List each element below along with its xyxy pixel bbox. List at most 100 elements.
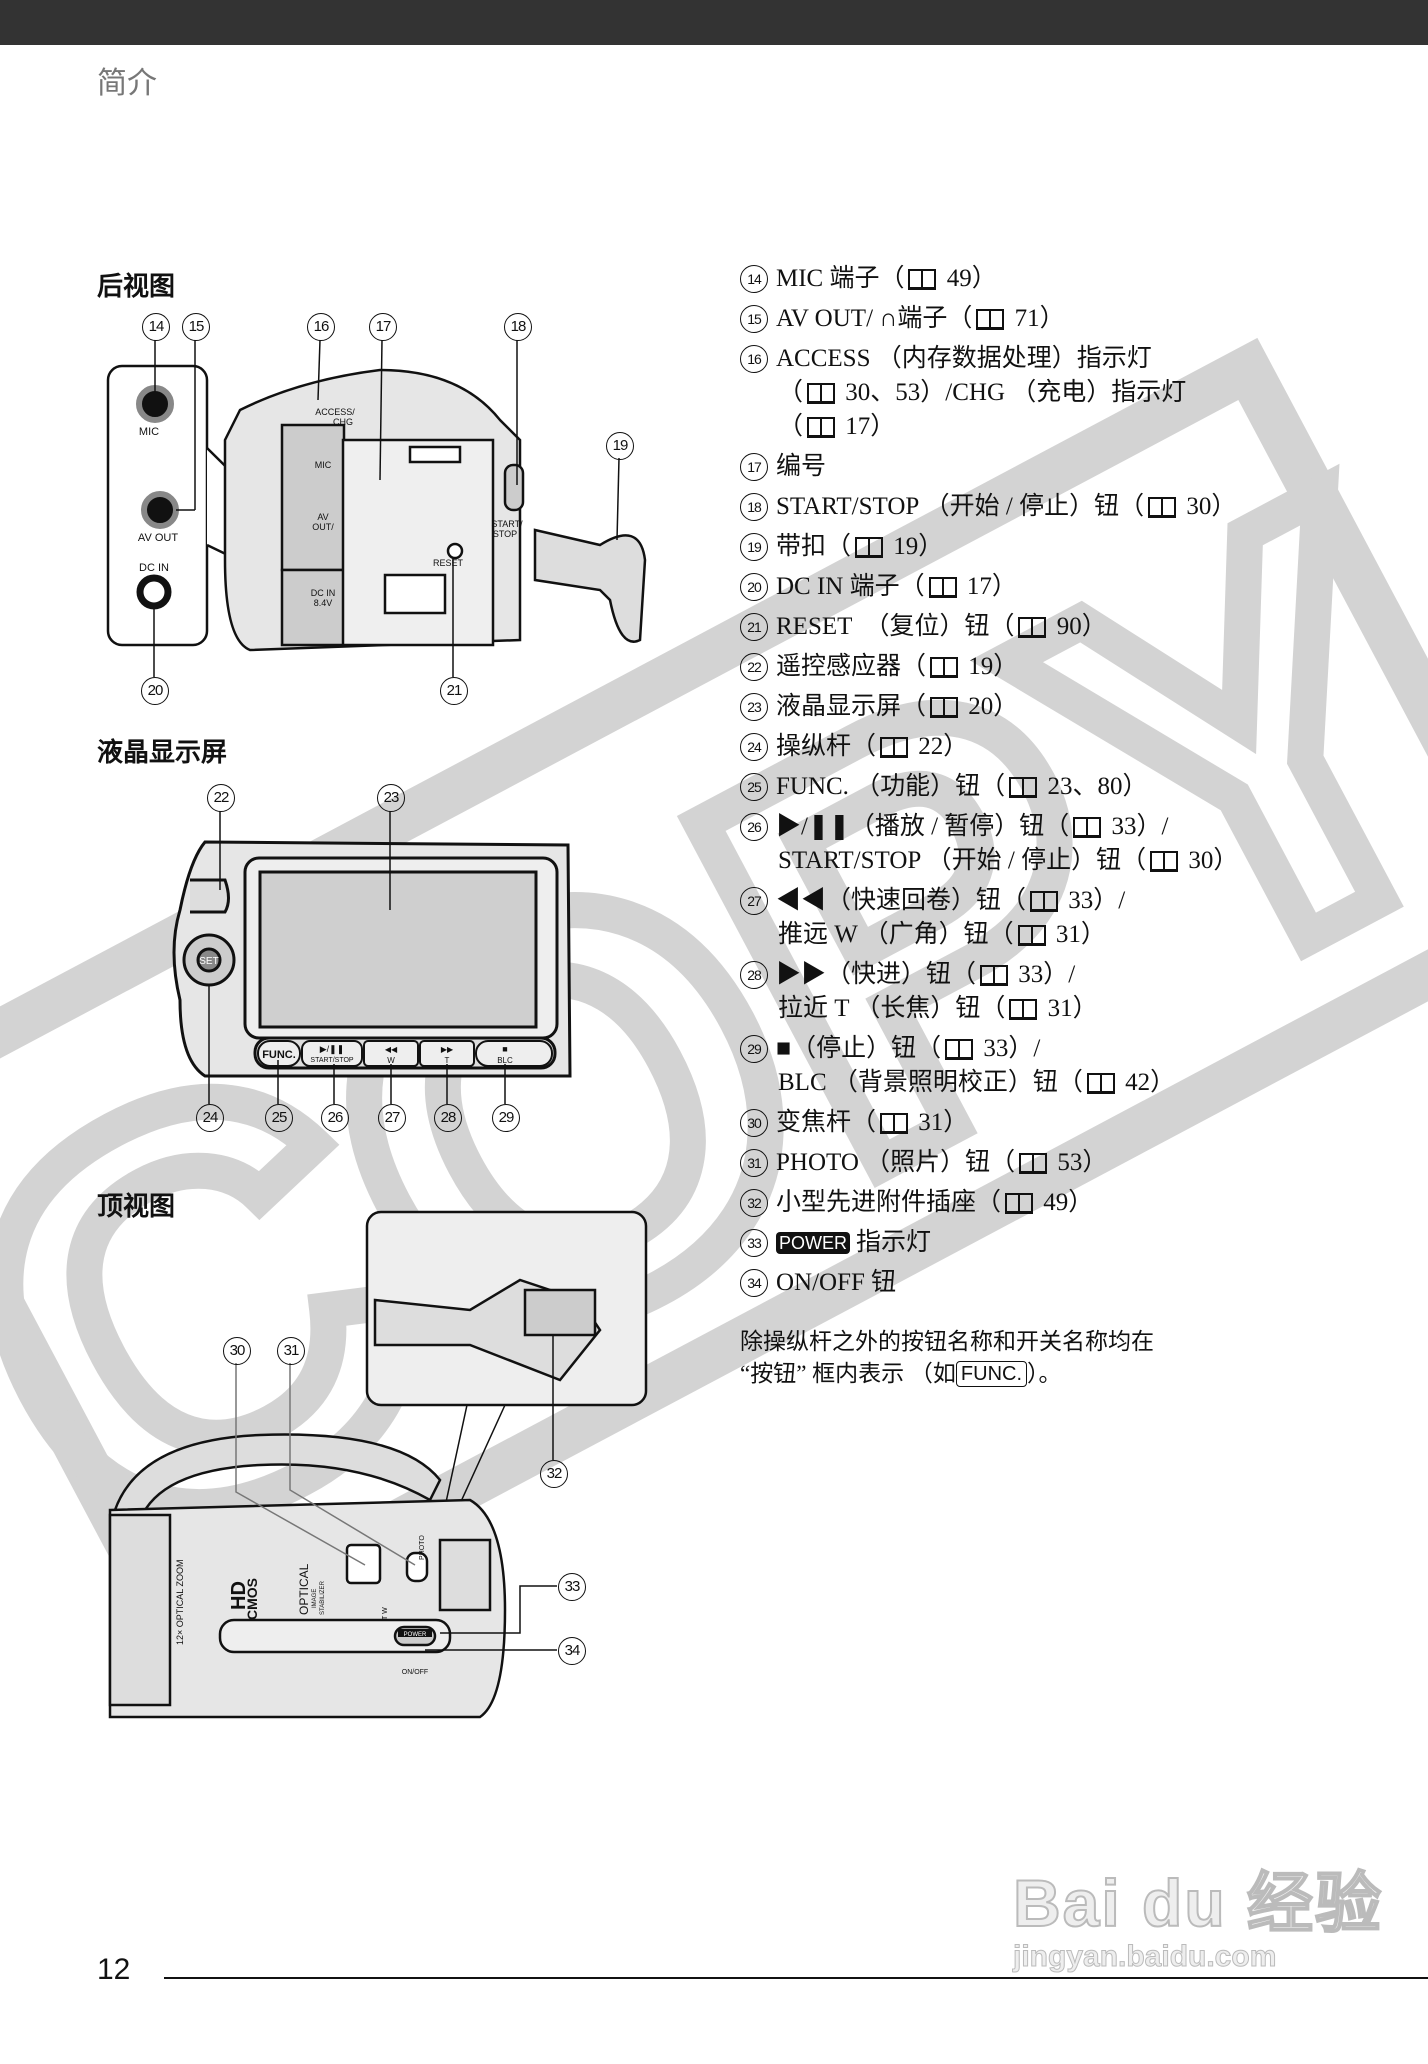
top-view-diagram: 12× OPTICAL ZOOM HD CMOS OPTICAL IMAGE S…: [108, 1210, 648, 1719]
callout-14: 14: [142, 313, 170, 341]
label-chg: CHG: [333, 417, 353, 427]
label-reset: RESET: [433, 558, 464, 568]
item-text: 拉近 T （长焦）钮（: [778, 995, 1006, 1022]
label-out-panel: OUT/: [312, 522, 334, 532]
book-reference-icon: [807, 383, 836, 404]
item-text: 31）: [912, 1109, 969, 1136]
callout-26: 26: [321, 1104, 349, 1132]
note-line-1: 除操纵杆之外的按钮名称和开关名称均在: [740, 1329, 1154, 1354]
note-text-end: ）。: [1027, 1361, 1062, 1386]
label-stop: STOP: [493, 529, 517, 539]
book-reference-icon: [1148, 497, 1177, 518]
book-reference-icon: [1009, 777, 1038, 798]
item-text: 19）: [887, 533, 944, 560]
item-text: 23、80）: [1041, 773, 1148, 800]
book-reference-icon: [1018, 617, 1047, 638]
label-mic: MIC: [139, 426, 159, 438]
item-text: ACCESS （内存数据处理）指示灯: [776, 345, 1152, 372]
label-power: POWER: [404, 1632, 427, 1638]
book-reference-icon: [1017, 925, 1046, 946]
callout-25: 25: [265, 1104, 293, 1132]
label-av-out: AV OUT: [138, 532, 178, 544]
item-text: MIC 端子（: [776, 265, 905, 292]
item-text: 带扣（: [776, 533, 852, 560]
item-text: BLC （背景照明校正）钮（: [778, 1069, 1083, 1096]
heading-top-view: 顶视图: [97, 1192, 176, 1222]
item-number: 16: [740, 345, 768, 373]
list-item-line: 16 ACCESS （内存数据处理）指示灯: [740, 342, 1400, 376]
item-text: 遥控感应器（: [776, 653, 927, 680]
book-reference-icon: [855, 537, 884, 558]
lcd-diagram: SET FUNC. ▶/❚❚ START/STOP ◀◀ W ▶▶ T ■ BL…: [172, 811, 572, 1104]
baidu-watermark: Bai du 经验 jingyan.baidu.com: [1012, 1865, 1384, 1974]
label-dc-in: DC IN: [139, 562, 169, 574]
callout-29: 29: [492, 1104, 520, 1132]
func-key-label: FUNC.: [955, 1361, 1028, 1387]
label-play-pause: ▶/❚❚: [320, 1044, 345, 1055]
item-number: 29: [740, 1035, 768, 1063]
item-number: 33: [740, 1229, 768, 1257]
callout-21: 21: [440, 677, 468, 705]
item-text: 31）: [1041, 995, 1098, 1022]
label-cmos: CMOS: [244, 1578, 260, 1620]
label-on-off: ON/OFF: [402, 1669, 428, 1676]
item-text: ◀◀（快速回卷）钮（: [776, 887, 1027, 914]
book-reference-icon: [1073, 817, 1102, 838]
item-number: 14: [740, 265, 768, 293]
callout-32: 32: [540, 1460, 568, 1488]
callout-17: 17: [369, 313, 397, 341]
label-optical: OPTICAL: [297, 1563, 311, 1615]
list-item-line: 拉近 T （长焦）钮（ 31）: [740, 992, 1400, 1026]
item-text: PHOTO （照片）钮（: [776, 1149, 1016, 1176]
item-text: 31）: [1049, 921, 1106, 948]
callout-18: 18: [504, 313, 532, 341]
book-reference-icon: [1150, 851, 1179, 872]
item-text: ▶▶（快进）钮（: [776, 961, 977, 988]
item-number: 15: [740, 305, 768, 333]
item-number: 25: [740, 773, 768, 801]
list-item-line: 27◀◀（快速回卷）钮（ 33）/: [740, 884, 1400, 918]
book-reference-icon: [930, 657, 959, 678]
list-item: 29■（停止）钮（ 33）/BLC （背景照明校正）钮（ 42）: [740, 1032, 1400, 1100]
item-text: START/STOP （开始 / 停止）钮（: [776, 493, 1145, 520]
item-text: DC IN 端子（: [776, 573, 925, 600]
note-line-2: “按钮” 框内表示 （如 FUNC. ）。: [740, 1358, 1154, 1390]
callout-27: 27: [378, 1104, 406, 1132]
item-text: 液晶显示屏（: [776, 693, 927, 720]
list-item-line: 26▶/❚❚（播放 / 暂停）钮（ 33）/: [740, 810, 1400, 844]
callout-22: 22: [207, 784, 235, 812]
label-w: W: [387, 1056, 395, 1065]
item-text: ON/OFF 钮: [776, 1269, 897, 1296]
book-reference-icon: [930, 697, 959, 718]
label-set: SET: [199, 956, 218, 967]
item-text: 33）/: [1012, 961, 1076, 988]
list-item: 26▶/❚❚（播放 / 暂停）钮（ 33）/START/STOP （开始 / 停…: [740, 810, 1400, 878]
list-item-line: 28▶▶（快进）钮（ 33）/: [740, 958, 1400, 992]
label-stop-symbol: ■: [502, 1044, 507, 1054]
callout-31: 31: [277, 1337, 305, 1365]
callout-34: 34: [558, 1637, 586, 1665]
callout-33: 33: [558, 1573, 586, 1601]
label-hd: HD: [228, 1581, 250, 1610]
callout-20: 20: [141, 677, 169, 705]
list-item: 28▶▶（快进）钮（ 33）/拉近 T （长焦）钮（ 31）: [740, 958, 1400, 1026]
item-text: 30）: [1182, 847, 1239, 874]
item-text: 17）: [960, 573, 1017, 600]
item-text: 53）: [1051, 1149, 1108, 1176]
